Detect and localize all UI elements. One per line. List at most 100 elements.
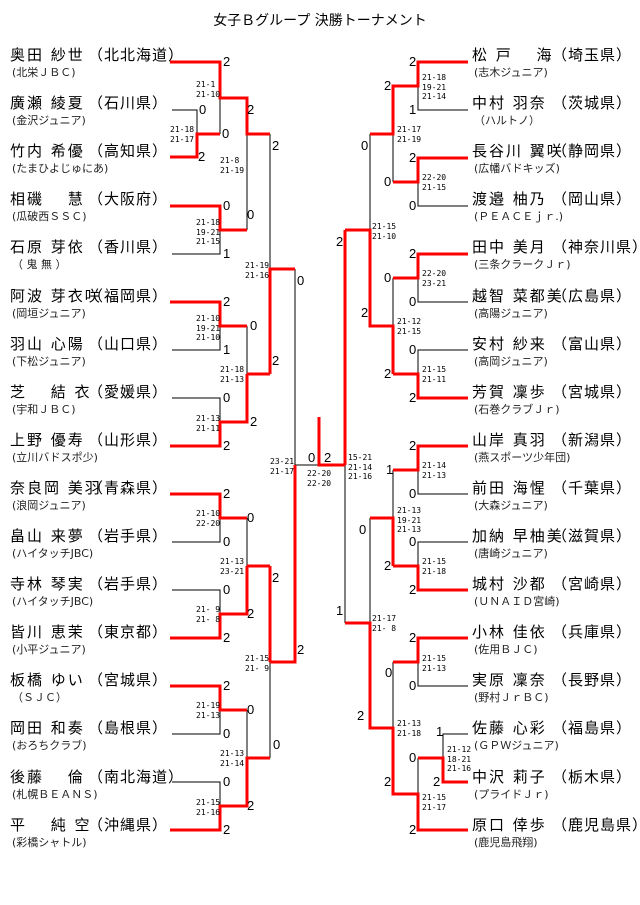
set-score: 21-1 21-10: [196, 80, 221, 99]
game-count: 0: [409, 486, 417, 501]
game-count: 0: [250, 318, 258, 333]
player-name: 中沢 莉子: [472, 767, 547, 786]
game-count: 0: [359, 522, 367, 537]
player-name: 奈良岡 美羽: [10, 478, 102, 497]
player-name: 長谷川 翼咲: [472, 142, 564, 161]
set-score: 21-13 21-18: [397, 719, 422, 738]
player-team: (岡垣ジュニア): [12, 306, 86, 320]
game-count: 0: [222, 126, 230, 141]
game-count: 0: [273, 737, 281, 752]
player-team: (おろちクラブ): [12, 739, 87, 753]
game-count: 2: [361, 305, 369, 320]
player-name: 畠山 来夢: [10, 527, 85, 545]
game-count: 2: [223, 294, 231, 309]
player-team: (三条クラークＪｒ): [474, 258, 571, 272]
set-score: 15-21 21-14 21-16: [348, 453, 373, 481]
player-name: 渡邉 柚乃: [472, 190, 547, 209]
game-count: 2: [384, 78, 392, 93]
set-score: 22-20 21-15: [422, 173, 447, 192]
set-score: 21-13 23-21: [220, 557, 245, 576]
player-team: (高陽ジュニア): [474, 306, 548, 320]
game-count: 2: [247, 798, 255, 813]
game-count: 2: [409, 822, 417, 837]
player-name: 原口 倖歩: [472, 815, 547, 834]
set-score: 21-19 21-13: [196, 701, 221, 720]
player-name: 安村 紗来: [472, 334, 547, 353]
player-prefecture: （東京都）: [88, 623, 169, 642]
player-team: (ＵＮＡＩＤ宮崎): [474, 595, 560, 609]
player-team: (たまひよじゅにあ): [12, 162, 109, 176]
player-prefecture: （広島県）: [552, 286, 633, 305]
player-team: (ＰＥＡＣＥｊｒ.): [474, 210, 564, 224]
game-count: 0: [384, 270, 392, 285]
set-score: 21-15 21-18: [422, 557, 447, 576]
player-prefecture: （滋賀県）: [552, 527, 633, 545]
game-count: 1: [336, 603, 344, 618]
winner-lines: [170, 60, 468, 832]
player-team: (金沢ジュニア): [12, 114, 86, 128]
set-score: 21-12 18-21 21-16: [447, 745, 472, 773]
game-count: 0: [223, 774, 231, 789]
player-name: 城村 沙都: [472, 575, 547, 594]
player-name: 芳賀 凜歩: [472, 382, 547, 401]
page-title: 女子Ｂグループ 決勝トーナメント: [213, 13, 427, 29]
game-count: 2: [409, 390, 417, 405]
player-name: 中村 羽奈: [472, 94, 547, 113]
player-prefecture: （山形県）: [88, 430, 169, 449]
player-team: （ 鬼 無 ）: [12, 258, 67, 272]
player-prefecture: （高知県）: [88, 142, 169, 161]
player-prefecture: （栃木県）: [552, 767, 633, 786]
player-prefecture: （福岡県）: [88, 286, 169, 305]
game-count: 0: [297, 273, 305, 288]
player-name: 松 戸 海: [472, 46, 554, 64]
game-count: 2: [198, 149, 206, 164]
player-team: (ハイタッチJBC): [12, 547, 94, 560]
game-count: 2: [433, 774, 441, 789]
player-team: (志木ジュニア): [474, 66, 548, 79]
set-score: 21-18 21-13: [220, 365, 245, 384]
player-team: (広幡バドキッズ): [474, 162, 560, 176]
player-name: 後藤 倫: [10, 767, 85, 786]
game-count: 2: [384, 558, 392, 573]
player-name: 寺林 琴実: [10, 575, 85, 594]
player-team: (札幌ＢＥＡＮＳ): [12, 787, 98, 801]
game-count: 0: [361, 138, 369, 153]
player-prefecture: （岩手県）: [88, 575, 169, 594]
player-name: 実原 凜奈: [472, 671, 547, 690]
set-score: 22-20 23-21: [422, 269, 447, 288]
player-name: 阿波 芽衣咲: [10, 286, 102, 305]
set-score: 21-17 21-19: [397, 125, 422, 144]
game-count: 1: [436, 724, 444, 739]
player-team: (立川バドスポ少): [12, 450, 98, 464]
player-prefecture: （山口県）: [88, 334, 169, 353]
player-prefecture: （青森県）: [88, 478, 169, 497]
player-team: (プライドＪｒ): [474, 787, 549, 801]
final-game-count: 0: [308, 450, 316, 465]
player-name: 石原 芽依: [10, 238, 85, 257]
player-prefecture: （兵庫県）: [552, 623, 633, 642]
player-prefecture: （石川県）: [88, 94, 169, 113]
player-team: (瓜破西ＳＳＣ): [12, 210, 87, 224]
final-game-count: 2: [324, 450, 332, 465]
game-count: 0: [409, 294, 417, 309]
game-count: 2: [247, 606, 255, 621]
player-team: （ＳＪＣ）: [12, 691, 67, 705]
player-prefecture: （北北海道）: [88, 46, 185, 64]
player-prefecture: （福島県）: [552, 719, 633, 738]
set-score: 23-21 21-17: [270, 457, 295, 476]
player-name: 竹内 希優: [10, 142, 85, 161]
player-prefecture: （島根県）: [88, 719, 169, 738]
player-team: (唐崎ジュニア): [474, 547, 548, 560]
player-team: （ハルトノ）: [474, 114, 540, 128]
game-count: 2: [272, 353, 280, 368]
player-prefecture: （沖縄県）: [88, 815, 169, 834]
player-prefecture: （茨城県）: [552, 94, 633, 113]
set-score: 21-15 21-10: [372, 222, 397, 241]
player-prefecture: （宮城県）: [552, 382, 633, 401]
game-count: 2: [384, 774, 392, 789]
set-score: 21-18 19-21 21-14: [422, 73, 447, 101]
player-team: (ＧＰＷジュニア): [474, 739, 559, 753]
player-team: (鹿児島飛翔): [474, 835, 538, 849]
player-name: 羽山 心陽: [10, 334, 85, 353]
